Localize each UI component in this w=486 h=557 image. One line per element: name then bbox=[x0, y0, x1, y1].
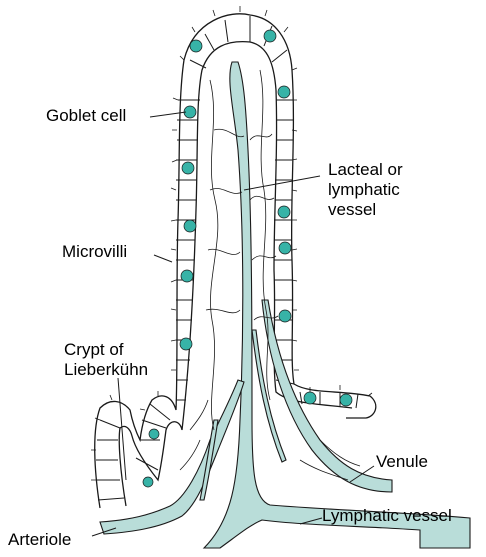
label-crypt-line-1: Crypt of bbox=[64, 340, 148, 360]
goblet-cell-15 bbox=[143, 477, 153, 487]
goblet-cell-9 bbox=[278, 206, 290, 218]
goblet-cell-2 bbox=[182, 162, 194, 174]
goblet-cell-13 bbox=[340, 394, 352, 406]
label-arteriole: Arteriole bbox=[8, 530, 71, 550]
label-lacteal-line-2: lymphatic bbox=[328, 180, 403, 200]
label-lacteal: Lacteal or lymphatic vessel bbox=[328, 160, 403, 220]
goblet-cell-14 bbox=[149, 429, 159, 439]
leader-lacteal bbox=[244, 176, 320, 190]
leader-microvilli bbox=[154, 255, 172, 262]
goblet-cell-6 bbox=[190, 40, 202, 52]
goblet-cell-10 bbox=[279, 242, 291, 254]
vessels bbox=[100, 62, 470, 548]
label-lacteal-line-1: Lacteal or bbox=[328, 160, 403, 180]
goblet-cell-5 bbox=[180, 338, 192, 350]
goblet-cell-3 bbox=[184, 220, 196, 232]
label-crypt-line-2: Lieberkühn bbox=[64, 360, 148, 380]
goblet-cell-12 bbox=[304, 392, 316, 404]
goblet-cell-8 bbox=[278, 86, 290, 98]
label-lacteal-line-3: vessel bbox=[328, 200, 403, 220]
label-goblet-cell: Goblet cell bbox=[46, 106, 126, 126]
leader-goblet-cell bbox=[150, 112, 186, 117]
cell-borders-left bbox=[96, 100, 200, 500]
label-lymphatic-vessel: Lymphatic vessel bbox=[322, 506, 452, 526]
label-crypt: Crypt of Lieberkühn bbox=[64, 340, 148, 380]
label-venule: Venule bbox=[376, 452, 428, 472]
label-microvilli: Microvilli bbox=[62, 242, 127, 262]
goblet-cell-4 bbox=[181, 270, 193, 282]
goblet-cell-11 bbox=[279, 310, 291, 322]
goblet-cell-7 bbox=[264, 30, 276, 42]
